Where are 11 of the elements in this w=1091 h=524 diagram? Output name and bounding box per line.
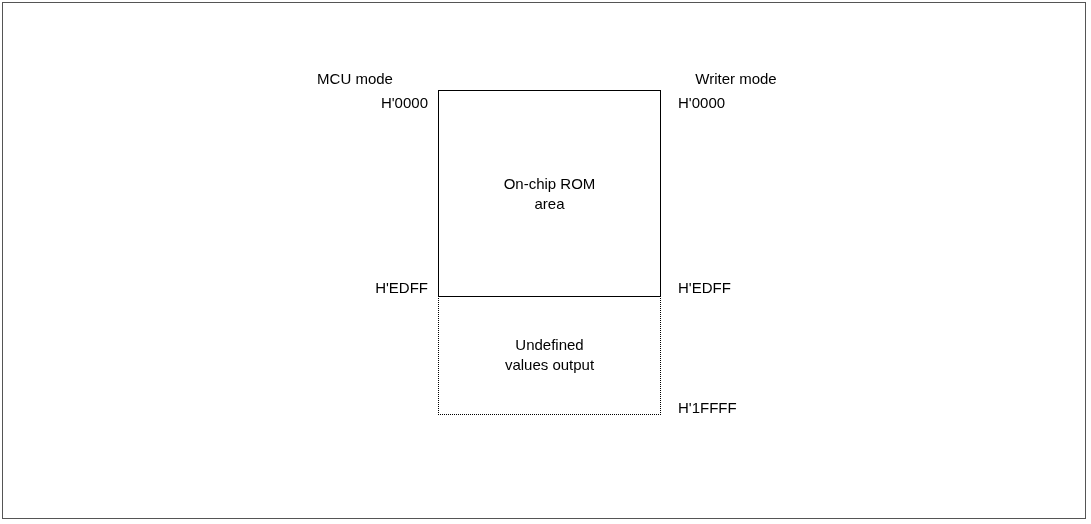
memory-area-box <box>438 296 661 415</box>
address-label: H'0000 <box>678 94 726 112</box>
memory-area-box <box>438 90 661 297</box>
address-label: H'1FFFF <box>678 399 737 417</box>
mode-heading: MCU mode <box>317 70 393 88</box>
address-label: H'0000 <box>380 94 428 112</box>
address-label: H'EDFF <box>375 279 428 297</box>
address-label: H'EDFF <box>678 279 731 297</box>
area-label: Undefined values output <box>503 335 596 375</box>
area-label: On-chip ROM area <box>502 173 597 214</box>
mode-heading: Writer mode <box>695 70 777 88</box>
